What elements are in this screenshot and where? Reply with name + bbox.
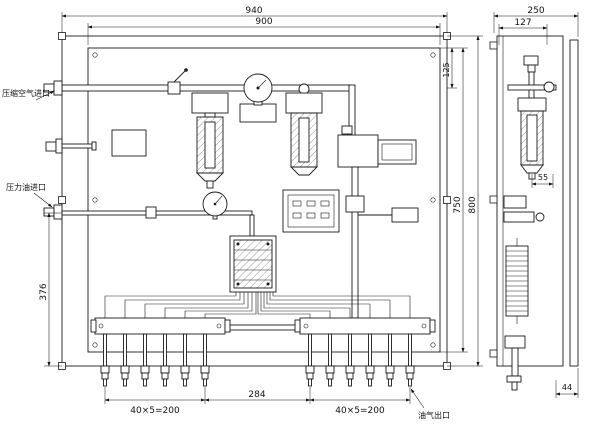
dim-bottom-left-text: 40×5=200 [130,406,180,416]
dim-250-text: 250 [527,6,544,16]
dim-55-text: 55 [538,173,548,182]
dim-250: 250 [493,6,579,37]
air-inlet-label: 压缩空气进口 [2,88,55,101]
distribution-tubing [104,292,411,331]
dim-900-text: 900 [255,17,272,27]
front-panel-plate [87,47,441,353]
dim-44-text: 44 [562,383,572,392]
terminal-box [282,189,340,233]
oil-pipe [61,206,255,237]
dim-800-text: 800 [468,196,478,213]
pressure-gauge-oil [202,191,228,220]
side-frame [489,35,579,367]
oil-gas-outlet-label: 油气出口 [410,388,450,420]
dim-125-text: 125 [442,62,451,77]
dim-bottom-right-text: 40×5=200 [335,406,385,416]
air-filter-unit [191,92,229,189]
pressure-gauge-top [243,73,273,103]
outlet-fittings [100,333,415,387]
svg-text:油气出口: 油气出口 [418,410,450,420]
dim-376-text: 376 [39,283,49,300]
dim-940-text: 940 [245,6,262,16]
spare-inlet-fitting [45,138,97,154]
right-manifold [294,317,436,335]
dim-284-text: 284 [248,390,265,400]
left-manifold [90,317,231,335]
ball-valve [167,68,188,95]
dim-127: 127 [498,18,548,45]
dim-bottom-left: 40×5=200 [104,387,206,416]
dim-940: 940 [61,6,448,33]
dim-284: 284 [204,387,311,404]
svg-text:压缩空气进口: 压缩空气进口 [2,88,50,98]
lubricator-unit [285,83,323,176]
solenoid-valve [337,125,419,319]
side-components [503,55,557,391]
callouts: 压缩空气进口 压力油进口 油气出口 [2,88,450,420]
dim-bottom-right: 40×5=200 [309,387,411,416]
front-view [43,32,451,387]
dim-376: 376 [39,212,62,367]
oil-inlet-fitting [43,204,63,220]
regulator-unit [239,99,277,123]
dim-55: 55 [531,173,554,188]
svg-text:压力油进口: 压力油进口 [6,182,46,192]
dimensions: 940 900 250 127 125 [39,6,579,416]
dim-125: 125 [440,47,468,89]
dim-127-text: 127 [514,18,531,28]
divider-block [229,235,277,293]
dim-44: 44 [555,368,579,398]
name-plate [111,129,147,157]
dim-900: 900 [87,17,441,45]
dim-750: 750 [440,47,468,353]
dim-750-text: 750 [453,196,463,213]
dim-800: 800 [447,35,483,367]
side-view [489,35,579,391]
oil-inlet-label: 压力油进口 [6,182,53,208]
air-inlet-fitting [43,80,63,96]
